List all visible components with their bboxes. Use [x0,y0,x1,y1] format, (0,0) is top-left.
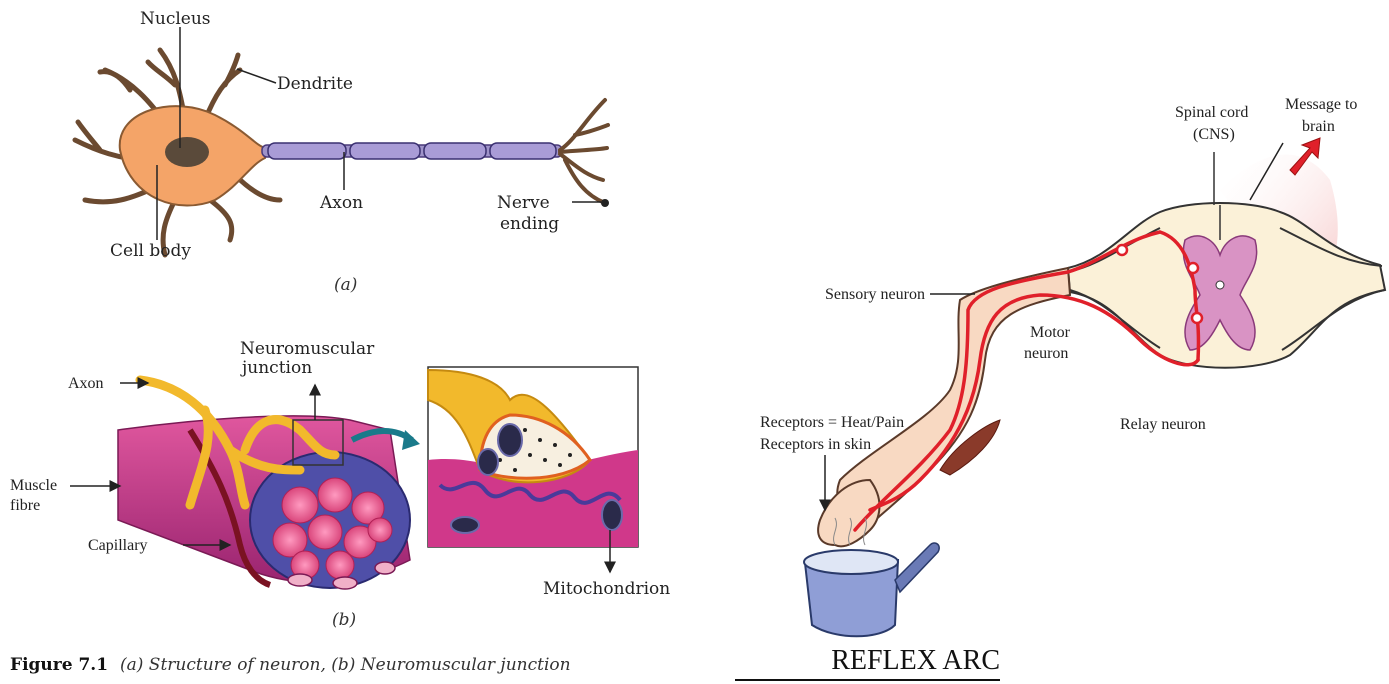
nmj-diagram: Neuromuscular junction Axon Muscle fibre… [10,339,670,630]
label-spinal-cord-1: Spinal cord [1175,104,1248,121]
reflex-arc-diagram: Spinal cord (CNS) Message to brain Senso… [760,96,1385,636]
label-motor-1: Motor [1030,324,1071,341]
figure-caption: Figure 7.1 (a) Structure of neuron, (b) … [10,655,571,675]
label-mitochondrion: Mitochondrion [543,579,670,599]
axon-shape [262,143,562,159]
label-cell-body: Cell body [110,241,191,261]
label-receptors-1: Receptors = Heat/Pain [760,414,904,431]
label-muscle-2: fibre [10,497,40,514]
label-message-2: brain [1302,118,1335,135]
label-neuromuscular-2: junction [240,358,312,378]
nucleus-shape [165,137,209,167]
nerve-ending-shape [560,100,608,203]
label-nerve-ending-1: Nerve [497,193,550,213]
caption-figure-number: Figure 7.1 [10,655,108,675]
label-nmj-axon: Axon [68,375,104,392]
label-motor-2: neuron [1024,345,1068,362]
nmj-inset [428,367,638,547]
label-sensory-neuron: Sensory neuron [825,286,925,303]
label-nerve-ending-2: ending [500,214,559,234]
label-neuromuscular-1: Neuromuscular [240,339,375,359]
label-receptors-2: Receptors in skin [760,436,871,453]
label-dendrite: Dendrite [277,74,353,94]
label-capillary: Capillary [88,537,148,554]
reflex-arc-title: REFLEX ARC [735,645,1000,681]
neuron-diagram: Nucleus Dendrite Cell body Axon Nerve en… [75,9,609,295]
label-nucleus: Nucleus [140,9,211,29]
label-spinal-cord-2: (CNS) [1193,126,1235,143]
label-message-1: Message to [1285,96,1357,113]
sublabel-b: (b) [332,610,356,630]
sublabel-a: (a) [334,275,357,295]
caption-text: (a) Structure of neuron, (b) Neuromuscul… [120,655,571,675]
label-axon: Axon [319,193,363,213]
label-muscle-1: Muscle [10,477,57,494]
label-relay-neuron: Relay neuron [1120,416,1206,433]
